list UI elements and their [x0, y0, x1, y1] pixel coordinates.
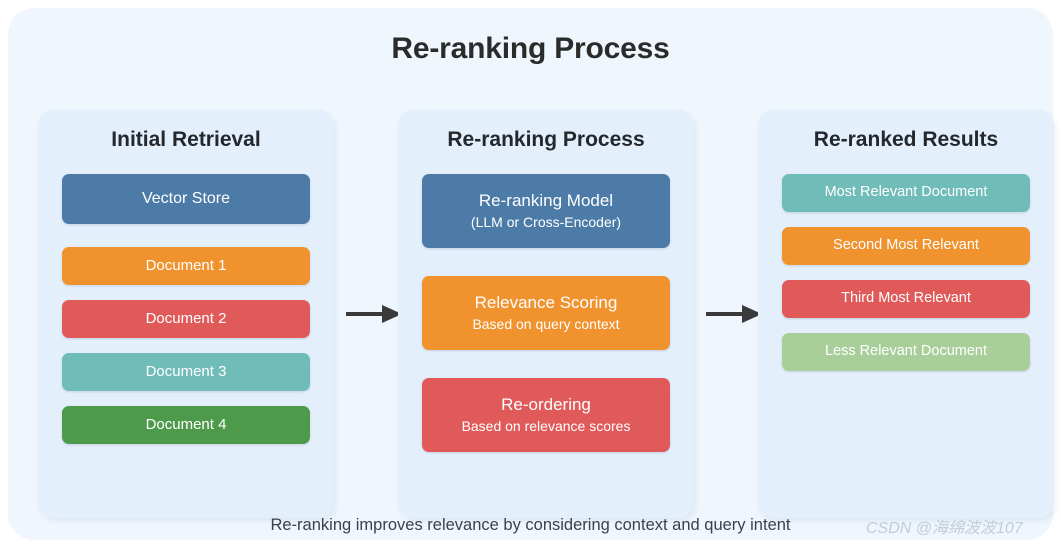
box-label: Document 2 [145, 310, 227, 328]
diagram-caption: Re-ranking improves relevance by conside… [270, 516, 791, 534]
box-label: Document 3 [145, 363, 227, 381]
box-sublabel: (LLM or Cross-Encoder) [470, 214, 622, 231]
panel-re-ranked-results: Re-ranked Results Most Relevant Document… [758, 110, 1054, 518]
panel-reranking-process: Re-ranking Process Re-ranking Model (LLM… [398, 110, 694, 518]
panel-initial-retrieval: Initial Retrieval Vector Store Document … [38, 110, 334, 518]
box-label: Document 1 [145, 257, 227, 275]
box-label: Second Most Relevant [833, 237, 979, 254]
box-sublabel: Based on relevance scores [461, 418, 631, 435]
diagram-card: Re-ranking Process Initial Retrieval Vec… [8, 8, 1054, 540]
box-document-4[interactable]: Document 4 [62, 406, 310, 444]
box-label: Third Most Relevant [841, 290, 971, 307]
box-label: Vector Store [141, 189, 231, 207]
box-label: Less Relevant Document [825, 343, 987, 360]
panel-title-initial-retrieval: Initial Retrieval [111, 128, 261, 151]
box-second-most-relevant[interactable]: Second Most Relevant [782, 227, 1030, 265]
watermark: CSDN @海绵波波107 [866, 520, 1023, 537]
item-list-initial-retrieval: Vector Store Document 1 Document 2 Docum… [62, 174, 310, 459]
item-list-reranking-process: Re-ranking Model (LLM or Cross-Encoder) … [422, 174, 670, 480]
arrow-shaft [706, 312, 746, 316]
panel-title-re-ranked-results: Re-ranked Results [813, 128, 999, 151]
box-sublabel: Based on query context [472, 316, 620, 333]
arrow-shaft [346, 312, 386, 316]
box-document-1[interactable]: Document 1 [62, 247, 310, 285]
box-relevance-scoring[interactable]: Relevance Scoring Based on query context [422, 276, 670, 350]
box-label: Most Relevant Document [824, 184, 988, 201]
arrow-initial-to-reranking-icon [346, 304, 404, 326]
box-most-relevant-document[interactable]: Most Relevant Document [782, 174, 1030, 212]
box-label: Document 4 [145, 416, 227, 434]
arrow-head [742, 305, 762, 323]
box-document-3[interactable]: Document 3 [62, 353, 310, 391]
page-title: Re-ranking Process [391, 32, 670, 65]
item-list-re-ranked-results: Most Relevant Document Second Most Relev… [782, 174, 1030, 386]
box-vector-store[interactable]: Vector Store [62, 174, 310, 224]
box-label: Re-ranking Model [478, 191, 614, 211]
box-third-most-relevant[interactable]: Third Most Relevant [782, 280, 1030, 318]
panel-title-reranking-process: Re-ranking Process [447, 128, 645, 151]
box-label: Re-ordering [501, 395, 591, 415]
box-reranking-model[interactable]: Re-ranking Model (LLM or Cross-Encoder) [422, 174, 670, 248]
arrow-reranking-to-results-icon [706, 304, 764, 326]
box-less-relevant-document[interactable]: Less Relevant Document [782, 333, 1030, 371]
box-label: Relevance Scoring [474, 293, 618, 313]
arrow-head [382, 305, 402, 323]
box-document-2[interactable]: Document 2 [62, 300, 310, 338]
box-re-ordering[interactable]: Re-ordering Based on relevance scores [422, 378, 670, 452]
